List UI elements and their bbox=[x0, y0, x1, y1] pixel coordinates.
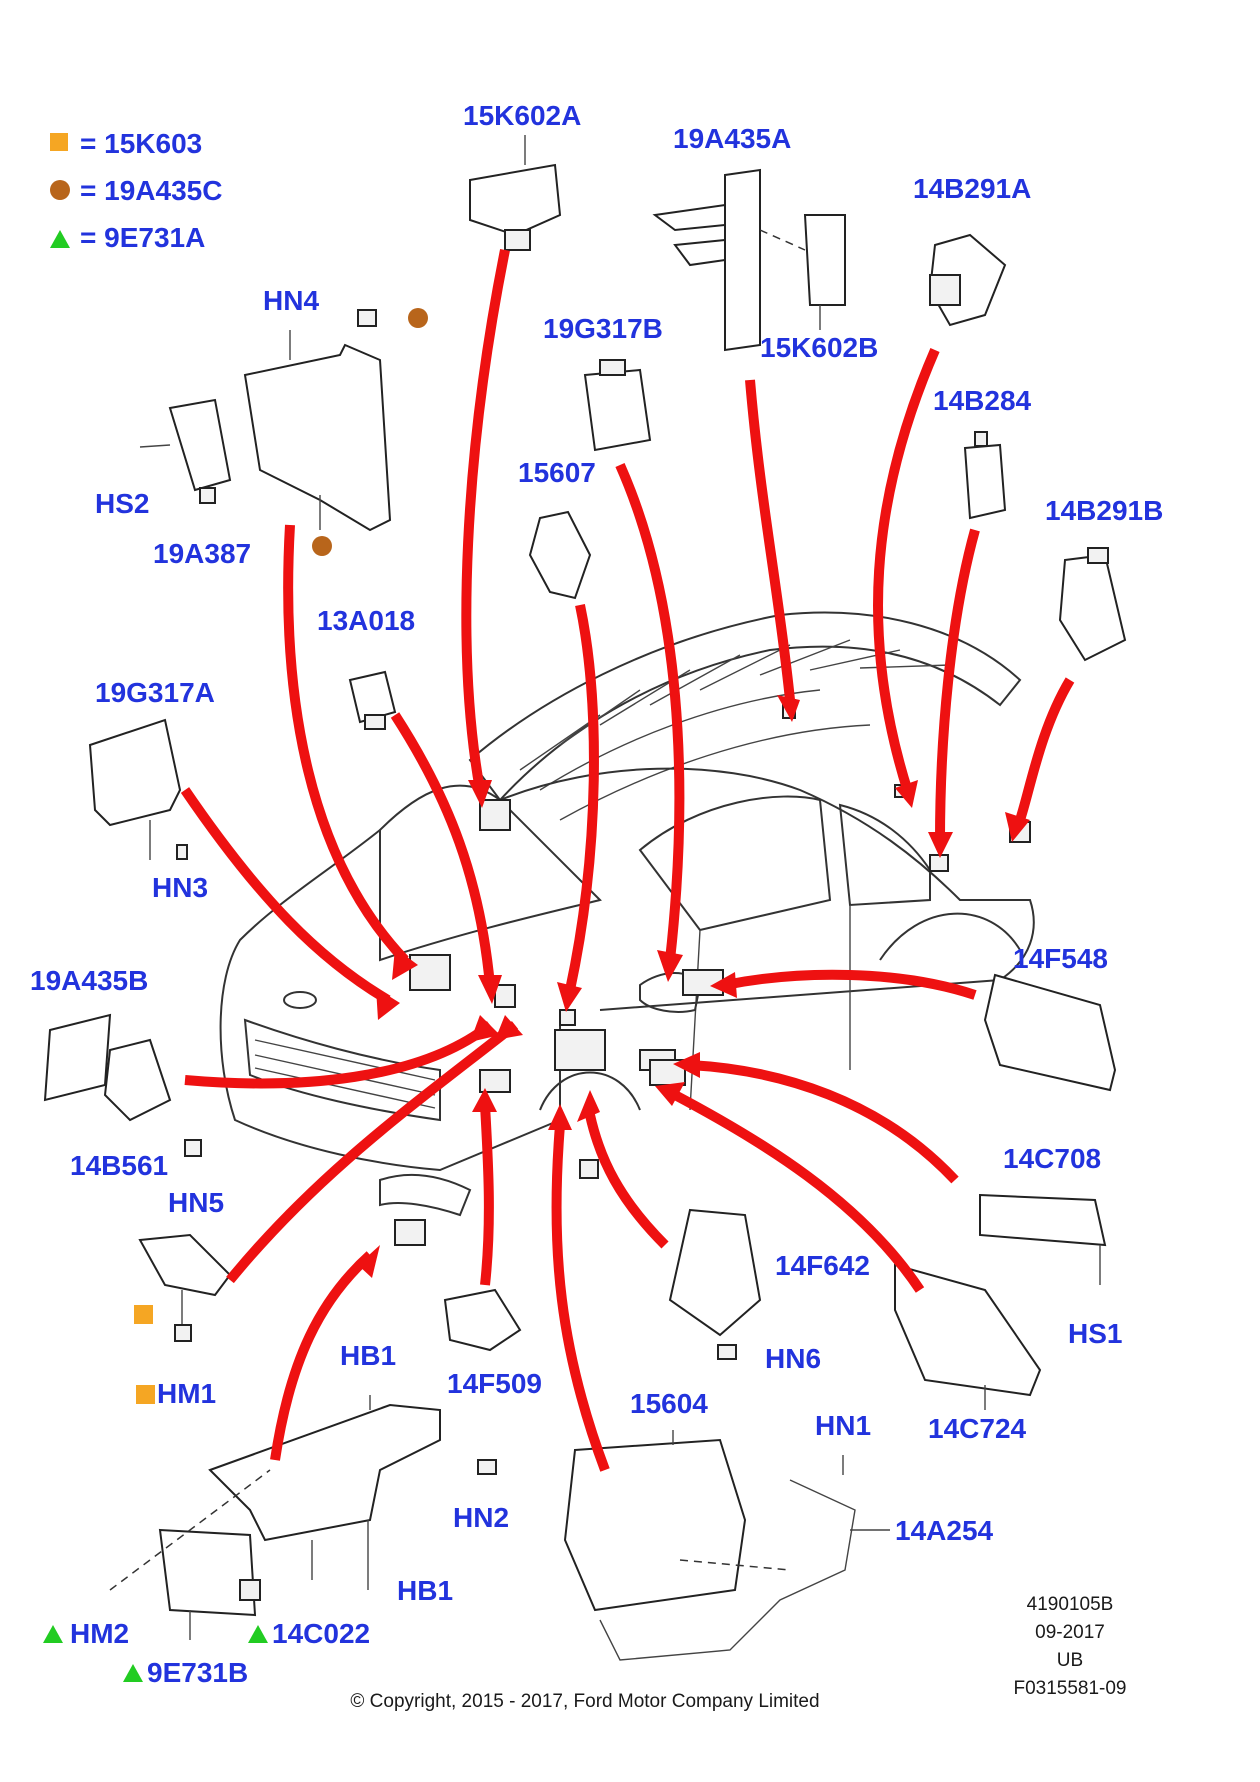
arrow bbox=[461, 249, 510, 791]
label-HN3: HN3 bbox=[152, 872, 208, 903]
arrow bbox=[689, 1060, 959, 1184]
arrow bbox=[270, 1251, 374, 1461]
arrow bbox=[480, 1104, 494, 1286]
label-15604: 15604 bbox=[630, 1388, 708, 1419]
label-HN1: HN1 bbox=[815, 1410, 871, 1441]
triangle-marker bbox=[248, 1625, 268, 1643]
legend-item-3: = 9E731A bbox=[80, 222, 205, 253]
label-13A018: 13A018 bbox=[317, 605, 415, 636]
triangle-marker bbox=[43, 1625, 63, 1643]
label-HN6: HN6 bbox=[765, 1343, 821, 1374]
arrow bbox=[585, 1113, 669, 1249]
label-14B291B: 14B291B bbox=[1045, 495, 1163, 526]
legend: = 15K603 = 19A435C = 9E731A bbox=[50, 128, 222, 253]
label-14F642: 14F642 bbox=[775, 1250, 870, 1281]
square-marker bbox=[136, 1385, 155, 1404]
arrow bbox=[935, 528, 980, 841]
label-14B284: 14B284 bbox=[933, 385, 1032, 416]
copyright-notice: © Copyright, 2015 - 2017, Ford Motor Com… bbox=[350, 1691, 819, 1712]
components bbox=[43, 135, 1127, 1661]
arrow bbox=[551, 1124, 610, 1472]
arrow bbox=[184, 1021, 494, 1089]
label-15K602B: 15K602B bbox=[760, 332, 878, 363]
label-HN2: HN2 bbox=[453, 1502, 509, 1533]
callout-arrows bbox=[180, 249, 1075, 1472]
legend-circle-marker bbox=[50, 180, 70, 200]
part-markers bbox=[43, 308, 428, 1682]
label-HS2: HS2 bbox=[95, 488, 149, 519]
label-HN5: HN5 bbox=[168, 1187, 224, 1218]
arrow bbox=[672, 1090, 925, 1293]
label-9E731B: 9E731B bbox=[147, 1657, 248, 1688]
label-14A254: 14A254 bbox=[895, 1515, 994, 1546]
label-HM1: HM1 bbox=[157, 1378, 216, 1409]
label-14C708: 14C708 bbox=[1003, 1143, 1101, 1174]
label-19G317A: 19G317A bbox=[95, 677, 215, 708]
triangle-marker bbox=[123, 1664, 143, 1682]
legend-triangle-marker bbox=[50, 230, 70, 248]
label-HN4: HN4 bbox=[263, 285, 319, 316]
label-19A387: 19A387 bbox=[153, 538, 251, 569]
label-HM2: HM2 bbox=[70, 1618, 129, 1649]
label-19A435B: 19A435B bbox=[30, 965, 148, 996]
diagram-code: UB bbox=[1057, 1650, 1083, 1671]
legend-item-1: = 15K603 bbox=[80, 128, 202, 159]
arrow bbox=[724, 969, 977, 1000]
diagram-reference: F0315581-09 bbox=[1013, 1678, 1126, 1699]
arrow bbox=[745, 379, 795, 701]
label-14B561: 14B561 bbox=[70, 1150, 168, 1181]
label-14F548: 14F548 bbox=[1013, 943, 1108, 974]
vehicle-outline bbox=[219, 611, 1035, 1246]
legend-square-marker bbox=[50, 133, 68, 151]
label-14B291A: 14B291A bbox=[913, 173, 1031, 204]
arrow bbox=[565, 603, 599, 992]
circle-marker bbox=[408, 308, 428, 328]
arrow bbox=[873, 348, 940, 794]
diagram-number: 4190105B bbox=[1027, 1594, 1114, 1615]
diagram-date: 09-2017 bbox=[1035, 1622, 1105, 1643]
label-14C022: 14C022 bbox=[272, 1618, 370, 1649]
info-block: 4190105B 09-2017 UB F0315581-09 bbox=[1013, 1594, 1126, 1699]
label-19G317B: 19G317B bbox=[543, 313, 663, 344]
label-HS1: HS1 bbox=[1068, 1318, 1122, 1349]
label-14C724: 14C724 bbox=[928, 1413, 1027, 1444]
arrow bbox=[283, 524, 409, 964]
legend-item-2: = 19A435C bbox=[80, 175, 222, 206]
arrow bbox=[615, 462, 685, 961]
label-15607: 15607 bbox=[518, 457, 596, 488]
label-15K602A: 15K602A bbox=[463, 100, 581, 131]
square-marker bbox=[134, 1305, 153, 1324]
label-HB1-bottom: HB1 bbox=[397, 1575, 453, 1606]
label-HB1-top: HB1 bbox=[340, 1340, 396, 1371]
arrow bbox=[1015, 677, 1075, 822]
label-19A435A: 19A435A bbox=[673, 123, 791, 154]
arrow bbox=[226, 1021, 519, 1284]
arrow bbox=[390, 712, 495, 986]
arrow bbox=[180, 787, 391, 1005]
circle-marker bbox=[312, 536, 332, 556]
label-14F509: 14F509 bbox=[447, 1368, 542, 1399]
part-labels: 15K602A 19A435A 14B291A HN4 19G317B 15K6… bbox=[30, 100, 1163, 1688]
